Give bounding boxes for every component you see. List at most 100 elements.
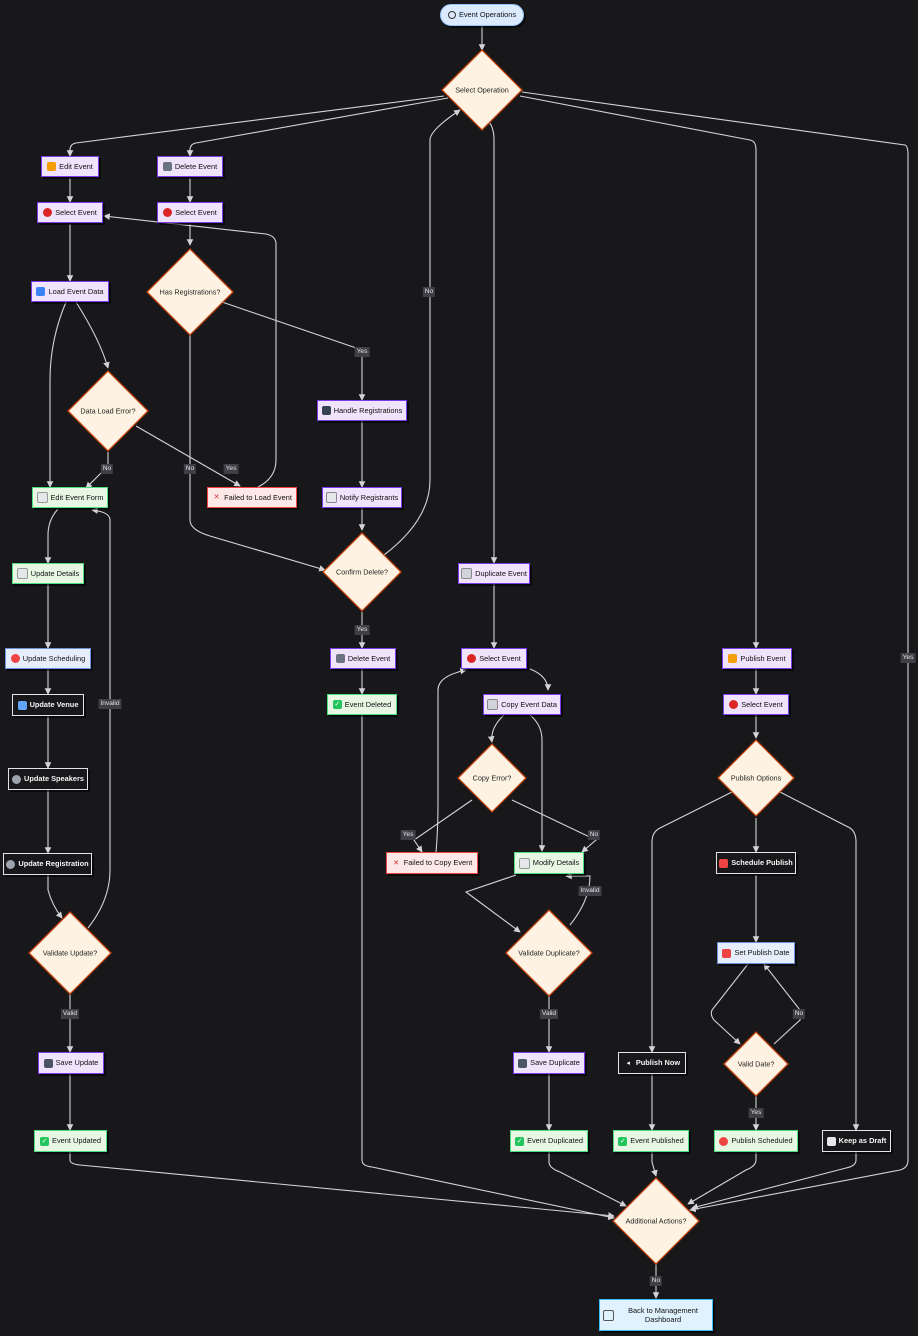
edge-label: Yes (400, 830, 416, 840)
node-label: Copy Event Data (501, 699, 557, 709)
target-icon (163, 208, 173, 217)
node-save-update[interactable]: Save Update (38, 1052, 104, 1074)
decision-additional-actions (612, 1177, 700, 1265)
decision-valid-date (723, 1031, 789, 1097)
edge-label: No (100, 464, 114, 474)
edge (779, 791, 860, 1131)
node-keep-as-draft[interactable]: Keep as Draft (822, 1130, 891, 1152)
node-load-event-data[interactable]: Load Event Data (31, 281, 109, 302)
node-label: Handle Registrations (333, 405, 403, 415)
check-mark-icon: ✓ (332, 700, 342, 709)
node-update-details[interactable]: Update Details (12, 563, 84, 584)
decision-data-load-error (67, 370, 149, 452)
edge-label: No (792, 1009, 806, 1019)
edge (435, 667, 467, 853)
decision-select-operation (441, 49, 523, 131)
edge (648, 791, 733, 1053)
node-label: Select Event (741, 699, 783, 709)
decision-shapes (28, 49, 795, 1265)
edge (69, 1152, 615, 1219)
node-notify-registrants[interactable]: Notify Registrants (322, 487, 402, 508)
node-update-registration[interactable]: Update Registration (3, 853, 92, 875)
edge (221, 301, 366, 401)
node-schedule-publish[interactable]: Schedule Publish (716, 852, 796, 874)
edge-label: Valid (539, 1009, 559, 1019)
node-select-event-publish[interactable]: Select Event (723, 694, 789, 715)
node-copy-event-data[interactable]: Copy Event Data (483, 694, 561, 715)
node-select-event-edit[interactable]: Select Event (37, 202, 103, 223)
node-label: Publish Now (635, 1058, 681, 1068)
edge (66, 95, 445, 157)
edge (413, 799, 473, 853)
node-modify-details[interactable]: Modify Details (514, 852, 584, 874)
node-label: Event Deleted (344, 699, 392, 709)
edge-label: Yes (354, 625, 370, 635)
node-label: Failed to Load Event (224, 492, 292, 502)
target-icon (729, 700, 739, 709)
node-update-venue[interactable]: Update Venue (12, 694, 84, 716)
node-event-operations[interactable]: Event Operations (440, 4, 524, 26)
node-label: Event Duplicated (527, 1136, 583, 1146)
node-save-duplicate[interactable]: Save Duplicate (513, 1052, 585, 1074)
node-edit-event[interactable]: Edit Event (41, 156, 99, 177)
node-select-event-delete[interactable]: Select Event (157, 202, 223, 223)
node-label: Delete Event (347, 653, 391, 663)
node-publish-event[interactable]: Publish Event (722, 648, 792, 669)
node-back-to-dashboard[interactable]: Back to Management Dashboard (599, 1299, 713, 1331)
node-event-updated[interactable]: ✓Event Updated (34, 1130, 107, 1152)
calendar-icon (719, 858, 729, 868)
node-label: Modify Details (532, 858, 580, 868)
node-failed-to-load-event[interactable]: ✕Failed to Load Event (207, 487, 297, 508)
edge (521, 91, 909, 1213)
building-icon (17, 700, 27, 710)
edge (565, 872, 591, 926)
edge (529, 668, 552, 691)
node-failed-to-copy-event[interactable]: ✕Failed to Copy Event (386, 852, 478, 874)
envelope-icon (325, 492, 337, 503)
node-label: Back to Management Dashboard (628, 1305, 698, 1324)
edge (135, 425, 241, 487)
check-mark-icon: ✓ (618, 1136, 628, 1146)
node-event-published[interactable]: ✓Event Published (613, 1130, 689, 1152)
edge-label: Yes (748, 1108, 764, 1118)
edge (103, 213, 277, 488)
node-select-event-duplicate[interactable]: Select Event (461, 648, 527, 669)
edge (189, 334, 326, 572)
edge-label: No (422, 287, 436, 297)
node-delete-event[interactable]: Delete Event (157, 156, 223, 177)
node-handle-registrations[interactable]: Handle Registrations (317, 400, 407, 421)
node-edit-event-form[interactable]: Edit Event Form (32, 487, 108, 508)
node-event-deleted[interactable]: ✓Event Deleted (327, 694, 397, 715)
node-publish-scheduled[interactable]: Publish Scheduled (714, 1130, 798, 1152)
check-mark-icon: ✓ (40, 1136, 50, 1146)
node-label: Duplicate Event (475, 568, 527, 578)
node-update-speakers[interactable]: Update Speakers (8, 768, 88, 790)
node-label: Publish Scheduled (731, 1136, 793, 1146)
edge (46, 301, 67, 488)
node-update-scheduling[interactable]: Update Scheduling (5, 648, 91, 669)
node-label: Save Update (55, 1058, 99, 1068)
node-label: Schedule Publish (731, 858, 793, 868)
decision-confirm-delete (322, 532, 402, 612)
node-event-duplicated[interactable]: ✓Event Duplicated (510, 1130, 588, 1152)
target-icon (447, 11, 456, 19)
node-duplicate-event[interactable]: Duplicate Event (458, 563, 530, 584)
page-icon (826, 1136, 836, 1146)
edge (87, 507, 111, 929)
edge (186, 97, 449, 157)
edge (487, 714, 505, 743)
node-label: Update Scheduling (22, 653, 86, 663)
edge-label: Yes (223, 464, 239, 474)
floppy-disk-icon (518, 1058, 528, 1068)
node-publish-now[interactable]: ◂Publish Now (618, 1052, 686, 1074)
edge (361, 715, 615, 1221)
decision-copy-error (457, 743, 527, 813)
edge-label: No (649, 1276, 663, 1286)
node-delete-event-action[interactable]: Delete Event (330, 648, 396, 669)
inbox-icon (36, 287, 46, 296)
node-label: Publish Event (740, 653, 786, 663)
node-set-publish-date[interactable]: Set Publish Date (717, 942, 795, 964)
speaker-icon (12, 774, 21, 784)
node-label: Load Event Data (48, 286, 104, 296)
